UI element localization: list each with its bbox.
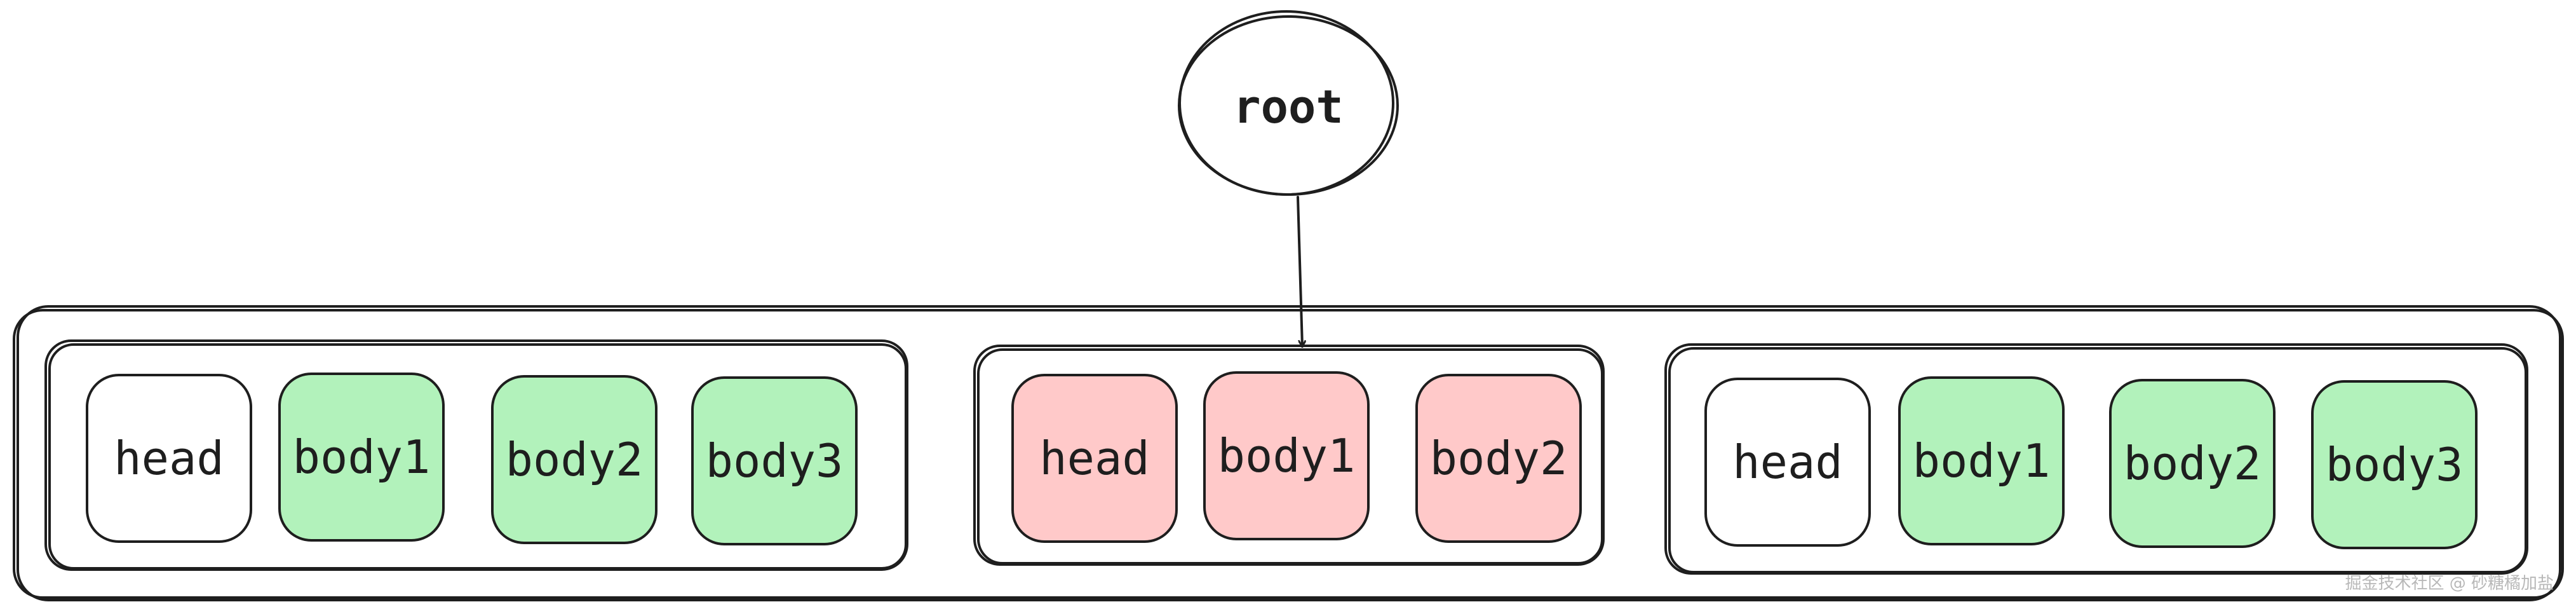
node-label: body3 <box>706 434 844 488</box>
node-label: body2 <box>1430 432 1568 485</box>
node-label: head <box>1039 432 1149 485</box>
node-label: body1 <box>293 430 431 484</box>
group-3: head body1 body2 body3 <box>1664 343 2528 575</box>
node-label: head <box>114 432 224 485</box>
node-group3-head: head <box>1704 378 1871 547</box>
node-group3-body2: body2 <box>2109 379 2276 548</box>
node-label: body3 <box>2326 438 2464 491</box>
node-group1-body2: body2 <box>491 375 657 544</box>
node-group2-body1: body1 <box>1203 371 1370 540</box>
node-group2-body2: body2 <box>1415 374 1582 543</box>
node-group1-head: head <box>86 374 252 543</box>
node-group3-body1: body1 <box>1898 376 2065 545</box>
watermark: 掘金技术社区 @ 砂糖橘加盐 <box>2345 574 2554 593</box>
node-group1-body1: body1 <box>278 373 445 542</box>
node-label: body1 <box>1218 429 1356 482</box>
group-2: head body1 body2 <box>973 345 1605 566</box>
node-group2-head: head <box>1011 374 1178 543</box>
root-label: root <box>1233 80 1343 133</box>
node-label: body2 <box>506 433 644 486</box>
outer-container <box>13 305 2564 601</box>
node-group1-body3: body3 <box>691 376 858 545</box>
root-node: root <box>1178 10 1399 196</box>
node-label: body2 <box>2124 437 2262 490</box>
node-group3-body3: body3 <box>2311 380 2478 549</box>
node-label: head <box>1732 435 1842 489</box>
group-1: head body1 body2 body3 <box>44 339 908 571</box>
root-arrow <box>1297 196 1302 346</box>
node-label: body1 <box>1913 434 2051 488</box>
